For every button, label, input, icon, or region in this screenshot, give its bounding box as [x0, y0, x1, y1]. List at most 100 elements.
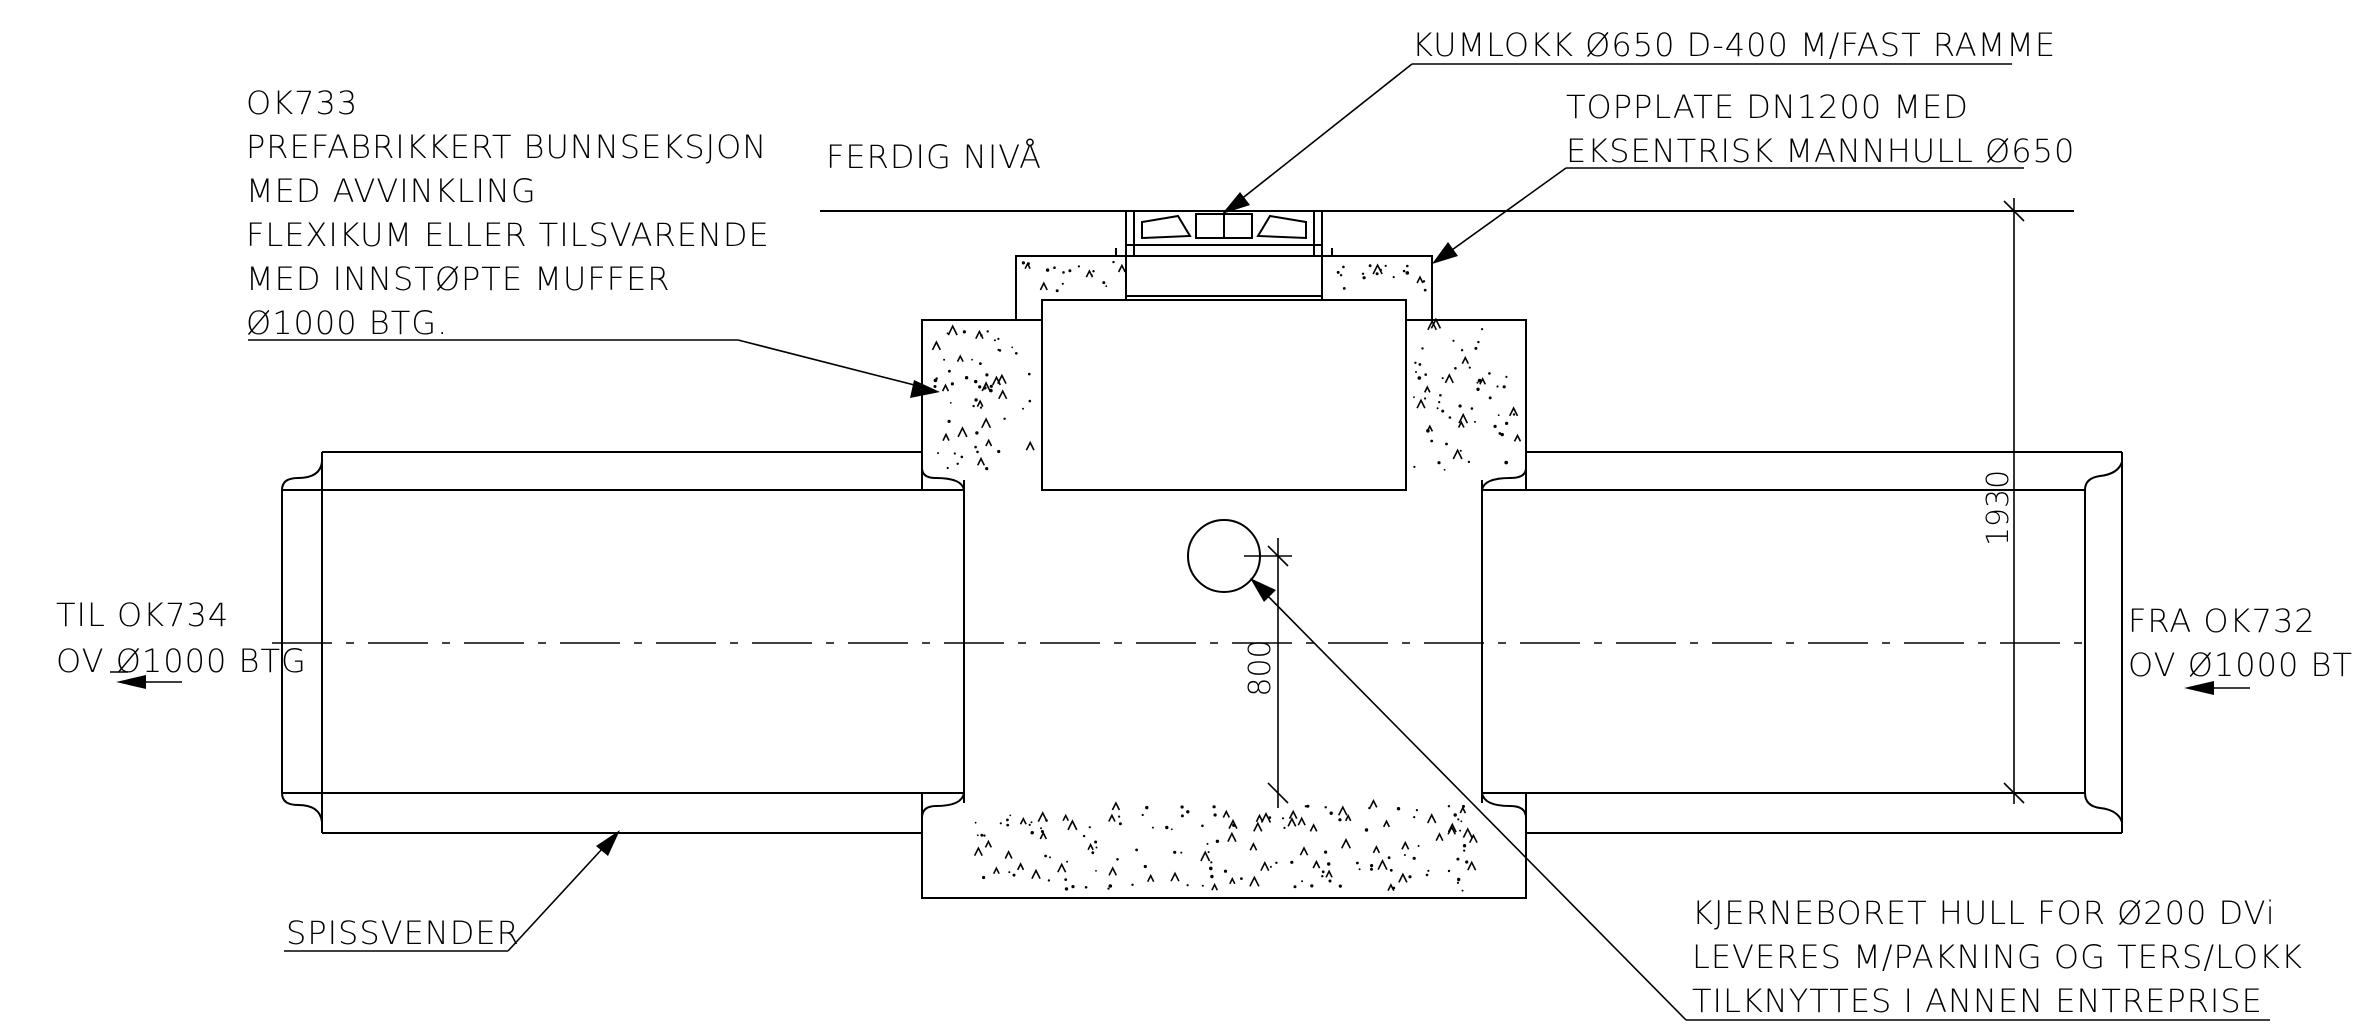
aggregate-dot	[1095, 870, 1097, 872]
aggregate-dot	[1458, 404, 1462, 408]
aggregate-dot	[1061, 282, 1064, 285]
aggregate-dot	[1328, 879, 1332, 883]
aggregate-dot	[1504, 460, 1508, 465]
dimension-800: 800	[1243, 538, 1292, 808]
aggregate-dot	[1438, 401, 1441, 404]
aggregate-dot	[1387, 856, 1391, 860]
aggregate-dot	[1368, 264, 1372, 268]
aggregate-stone	[1087, 842, 1094, 851]
aggregate-dot	[1053, 266, 1056, 270]
aggregate-stone	[1031, 868, 1041, 880]
aggregate-stone	[957, 426, 968, 438]
aggregate-dot	[1327, 862, 1331, 866]
aggregate-stone	[1260, 812, 1272, 823]
aggregate-stone	[1229, 877, 1236, 885]
aggregate-dot	[964, 376, 969, 380]
aggregate-stone	[1382, 819, 1391, 828]
aggregate-dot	[1321, 875, 1324, 878]
aggregate-stone	[1426, 813, 1437, 824]
aggregate-dot	[1186, 884, 1189, 887]
aggregate-dot	[974, 445, 977, 449]
aggregate-stone	[1288, 809, 1298, 819]
aggregate-stone	[1337, 805, 1348, 816]
aggregate-dot	[971, 358, 973, 361]
aggregate-stone	[1146, 873, 1155, 883]
aggregate-dot	[1459, 829, 1462, 832]
aggregate-dot	[1461, 889, 1464, 892]
aggregate-dot	[1379, 268, 1383, 272]
aggregate-dot	[1151, 826, 1154, 829]
aggregate-dot	[950, 382, 955, 386]
aggregate-stone	[976, 456, 986, 466]
aggregate-stone	[1249, 875, 1260, 887]
aggregate-dot	[1426, 429, 1430, 433]
right-pipe	[1482, 451, 2123, 834]
aggregate-dot	[1338, 884, 1342, 888]
aggregate-dot	[1370, 864, 1374, 868]
aggregate-stone	[1309, 823, 1318, 832]
aggregate-stone	[1423, 385, 1431, 393]
aggregate-dot	[1362, 276, 1366, 280]
aggregate-dot	[1463, 849, 1466, 852]
aggregate-dot	[997, 348, 1000, 351]
aggregate-dot	[1447, 805, 1451, 808]
aggregate-dot	[976, 450, 979, 454]
aggregate-dot	[1281, 817, 1285, 820]
aggregate-stone	[1452, 448, 1463, 460]
annotations: KUMLOKK Ø650 D-400 M/FAST RAMME TOPPLATE…	[56, 26, 2354, 1020]
aggregate-dot	[1213, 813, 1217, 817]
aggregate-stone	[981, 381, 991, 392]
aggregate-stone	[1253, 821, 1263, 832]
top-plate	[1015, 255, 1433, 321]
aggregate-dot	[1456, 857, 1460, 861]
aggregate-dot	[974, 821, 977, 824]
aggregate-dot	[978, 385, 982, 389]
aggregate-stone	[1016, 862, 1025, 871]
dimension-1930-text: 1930	[1981, 470, 2016, 546]
aggregate-dot	[1009, 814, 1012, 817]
aggregate-dot	[1402, 269, 1406, 273]
aggregate-stone	[1513, 433, 1522, 442]
aggregate-dot	[1027, 262, 1030, 266]
aggregate-stone	[1039, 281, 1048, 291]
aggregate-stone	[1444, 373, 1454, 384]
aggregate-dot	[1392, 276, 1395, 279]
label-ok733-6: Ø1000 BTG.	[246, 304, 448, 342]
aggregate-dot	[986, 330, 989, 333]
aggregate-dot	[1275, 861, 1278, 864]
aggregate-dot	[1437, 461, 1441, 465]
aggregate-dot	[1447, 869, 1451, 873]
aggregate-dot	[1030, 831, 1034, 835]
aggregate-stone	[1039, 831, 1048, 840]
aggregate-dot	[985, 373, 989, 377]
aggregate-dot	[943, 358, 946, 361]
label-kjerne-3: TILKNYTTES I ANNEN ENTREPRISE	[1692, 982, 2263, 1020]
aggregate-dot	[1465, 860, 1469, 864]
aggregate-stone	[1401, 840, 1410, 850]
aggregate-stone	[1435, 832, 1444, 842]
aggregate-dot	[948, 369, 951, 373]
aggregate-dot	[1108, 884, 1113, 888]
aggregate-dot	[1505, 375, 1508, 378]
aggregate-dot	[1223, 869, 1228, 873]
aggregate-dot	[1467, 460, 1471, 464]
aggregate-dot	[1293, 885, 1297, 889]
aggregate-dot	[1474, 346, 1478, 350]
aggregate-dot	[1022, 407, 1024, 410]
aggregate-dot	[1493, 424, 1497, 428]
aggregate-stone	[1377, 859, 1388, 870]
aggregate-dot	[1441, 377, 1444, 380]
aggregate-stone	[975, 329, 984, 340]
aggregate-dot	[1417, 376, 1422, 380]
aggregate-dot	[1201, 824, 1204, 828]
aggregate-dot	[1502, 385, 1506, 389]
aggregate-dot	[1512, 413, 1516, 416]
aggregate-dot	[993, 339, 996, 342]
aggregate-dot	[1207, 851, 1210, 854]
aggregate-stone	[985, 438, 993, 447]
aggregate-stone	[1398, 872, 1408, 883]
aggregate-dot	[975, 431, 979, 435]
aggregate-stone	[1227, 831, 1237, 842]
aggregate-dot	[1283, 826, 1286, 830]
aggregate-dot	[946, 332, 949, 335]
